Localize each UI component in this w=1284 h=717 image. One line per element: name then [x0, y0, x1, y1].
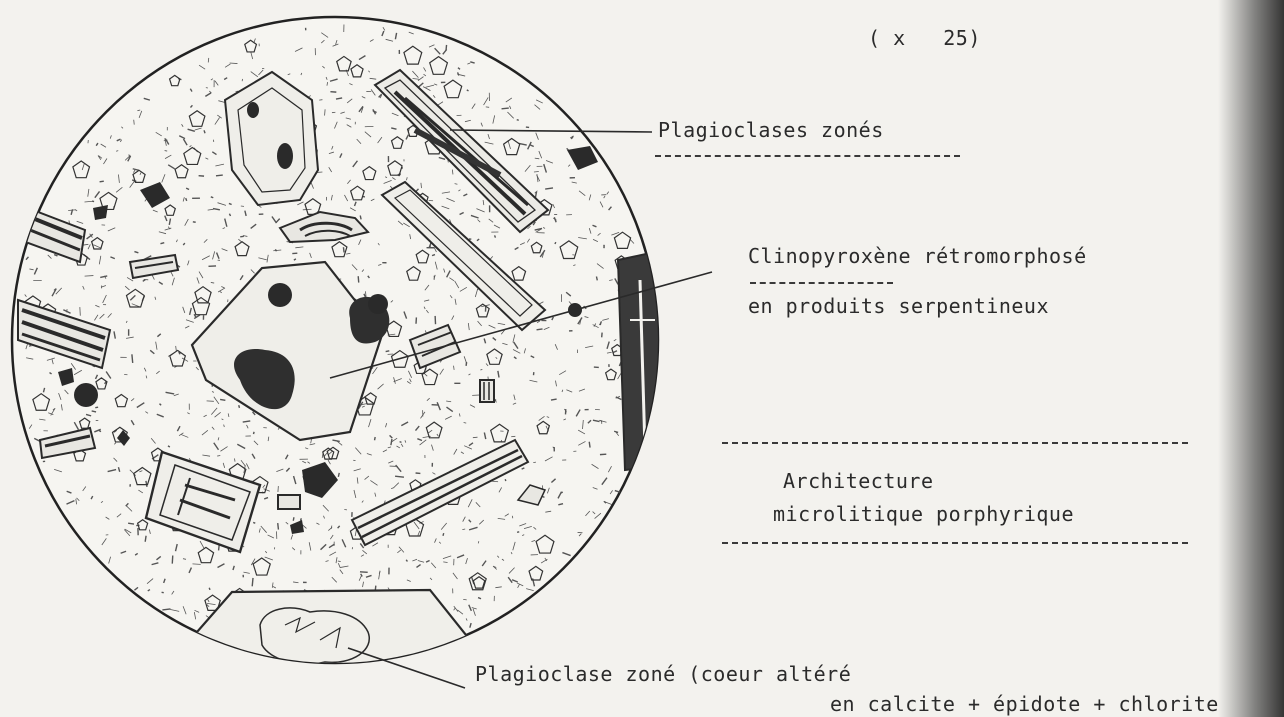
label-plagioclases-zones: Plagioclases zonés [658, 118, 884, 142]
label-architecture-line1: Architecture [783, 469, 934, 493]
label-architecture-line2: microlitique porphyrique [773, 502, 1074, 526]
divider-architecture-bottom [722, 542, 1188, 544]
underline-plagioclases-zones [655, 155, 960, 157]
label-clinopyroxene-line1: Clinopyroxène rétromorphosé [748, 244, 1087, 268]
magnification-label: ( x 25) [868, 26, 981, 50]
label-plagioclase-zone-line1: Plagioclase zoné (coeur altéré [475, 662, 851, 686]
page-edge-shadow [1218, 0, 1284, 717]
label-plagioclase-zone-line2: en calcite + épidote + chlorite [830, 692, 1219, 716]
label-clinopyroxene-line2: en produits serpentineux [748, 294, 1049, 318]
plagioclase-altered-core [190, 590, 470, 672]
underline-clinopyroxene [750, 282, 893, 284]
divider-architecture-top [722, 442, 1188, 444]
